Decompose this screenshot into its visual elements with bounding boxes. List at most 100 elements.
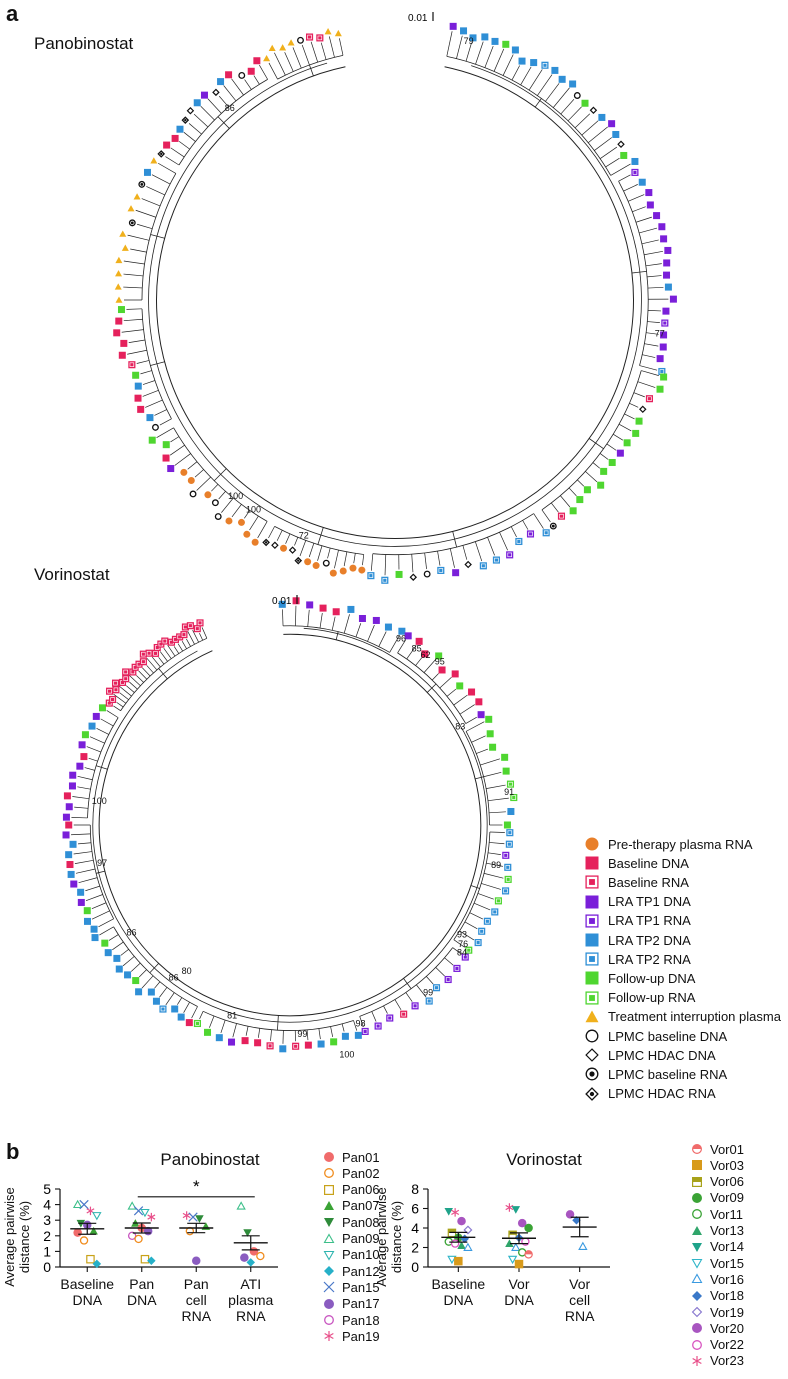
participant-legend-entry: Pan01 xyxy=(322,1149,380,1165)
vor-tip-16 xyxy=(456,682,464,690)
pan-tip-74 xyxy=(322,559,330,567)
vor-tip-21 xyxy=(486,730,494,738)
participant-legend-entry: Vor15 xyxy=(690,1255,744,1271)
participant-legend-entry: Pan15 xyxy=(322,1279,380,1295)
pan-tip-49 xyxy=(600,467,608,475)
pan-tip-120 xyxy=(157,150,166,158)
pan-tip-92 xyxy=(167,465,175,473)
vor-tip-48 xyxy=(386,1014,394,1022)
vor-tip-68 xyxy=(159,1005,167,1013)
participant-legend-entry: Vor11 xyxy=(690,1206,743,1222)
legend-label: Baseline DNA xyxy=(608,855,689,871)
vor-tip-85 xyxy=(67,870,75,878)
pan-tip-114 xyxy=(128,219,136,227)
legend-marker-icon xyxy=(585,952,599,966)
pan-point xyxy=(240,1253,249,1262)
pan-tip-103 xyxy=(118,351,126,359)
pan-tip-118 xyxy=(143,168,151,176)
vor-tip-7 xyxy=(372,616,380,624)
legend-entry: Follow-up DNA xyxy=(584,969,695,987)
vor-tip-61 xyxy=(228,1038,236,1046)
vor-bootstrap-12: 84 xyxy=(457,948,467,958)
participant-legend-entry: Pan07 xyxy=(322,1198,380,1214)
vor-tip-86 xyxy=(66,861,74,869)
pan-bootstrap-5: 72 xyxy=(299,530,309,540)
pan-point xyxy=(243,1229,252,1237)
vor-bootstrap-17: 81 xyxy=(227,1011,237,1021)
participant-legend-entry: Vor14 xyxy=(690,1239,744,1255)
vor-tip-46 xyxy=(411,1002,419,1010)
vorinostat-tree-title: Vorinostat xyxy=(34,565,110,584)
vor-tip-127 xyxy=(193,625,201,633)
pan-tip-131 xyxy=(238,71,246,79)
participant-legend-entry: Vor22 xyxy=(690,1337,744,1353)
participant-label: Vor15 xyxy=(710,1255,744,1271)
vor-tip-76 xyxy=(104,949,112,957)
pan-tip-53 xyxy=(569,507,577,515)
vor-point xyxy=(507,1255,518,1265)
legend-entry: LRA TP1 DNA xyxy=(584,893,691,911)
participant-marker-icon xyxy=(692,1355,702,1366)
pan-tip-86 xyxy=(214,513,222,520)
pan-category-label: Pan DNA xyxy=(126,1276,157,1308)
participant-legend-entry: Pan17 xyxy=(322,1296,380,1312)
pan-tip-61 xyxy=(479,562,487,570)
pan-tip-73 xyxy=(329,569,337,577)
pan-tip-132 xyxy=(247,67,255,75)
vor-bootstrap-19: 100 xyxy=(339,1049,354,1059)
vor-ytick-label-3: 6 xyxy=(411,1201,419,1217)
participant-swatch xyxy=(324,1200,334,1210)
vor-tip-91 xyxy=(62,813,70,821)
vor-tip-38 xyxy=(478,927,486,935)
pan-tip-47 xyxy=(616,449,624,457)
participant-label: Pan01 xyxy=(342,1149,380,1165)
pan-bootstrap-4: 100 xyxy=(228,491,243,501)
legend-swatch xyxy=(585,1067,599,1081)
legend-swatch xyxy=(585,952,599,966)
vor-tip-98 xyxy=(78,741,86,749)
pan-tip-105 xyxy=(113,329,121,337)
pan-point xyxy=(147,1212,156,1222)
vor-tip-35 xyxy=(494,897,502,905)
pan-tip-102 xyxy=(128,361,136,369)
pan-tip-14 xyxy=(581,99,589,107)
participant-swatch xyxy=(324,1152,334,1162)
pan-tip-134 xyxy=(263,55,271,62)
participant-swatch xyxy=(692,1339,702,1350)
pan-tip-99 xyxy=(134,394,142,402)
pan-tip-57 xyxy=(526,530,535,538)
pan-tip-78 xyxy=(288,546,297,554)
legend-entry: Follow-up RNA xyxy=(584,989,695,1007)
vor-ytick-label-2: 4 xyxy=(411,1220,419,1236)
pan-category-label: Baseline DNA xyxy=(60,1276,115,1308)
vor-bootstrap-16: 98 xyxy=(356,1019,366,1029)
pan-tip-22 xyxy=(631,168,639,176)
participant-marker-icon xyxy=(691,1273,703,1284)
vor-tip-114 xyxy=(139,658,147,666)
vor-tip-13 xyxy=(435,652,443,660)
vor-tip-44 xyxy=(432,984,441,992)
pan-point xyxy=(127,1201,137,1210)
legend-entry: Treatment interruption plasma xyxy=(584,1008,781,1026)
pan-tip-128 xyxy=(212,88,220,97)
pan-tip-81 xyxy=(262,538,270,547)
pan-tip-109 xyxy=(114,283,122,290)
vor-bootstrap-11: 80 xyxy=(182,966,192,976)
pan-tip-94 xyxy=(162,441,170,449)
participant-marker-icon xyxy=(692,1225,702,1235)
pan-tip-30 xyxy=(663,259,671,267)
vor-category-label: Vor cell RNA xyxy=(564,1276,595,1324)
vor-tip-60 xyxy=(241,1037,249,1045)
vor-tip-88 xyxy=(69,840,77,848)
pan-tip-140 xyxy=(316,34,324,42)
participant-label: Vor11 xyxy=(710,1206,744,1222)
pan-tip-23 xyxy=(638,178,646,186)
participant-marker-icon xyxy=(692,1192,702,1203)
participant-swatch xyxy=(692,1355,702,1366)
pan-tip-68 xyxy=(381,576,389,584)
pan-tip-77 xyxy=(294,556,303,565)
pan-tip-51 xyxy=(583,486,591,494)
vor-tip-69 xyxy=(152,997,160,1005)
participant-label: Vor20 xyxy=(710,1320,744,1336)
